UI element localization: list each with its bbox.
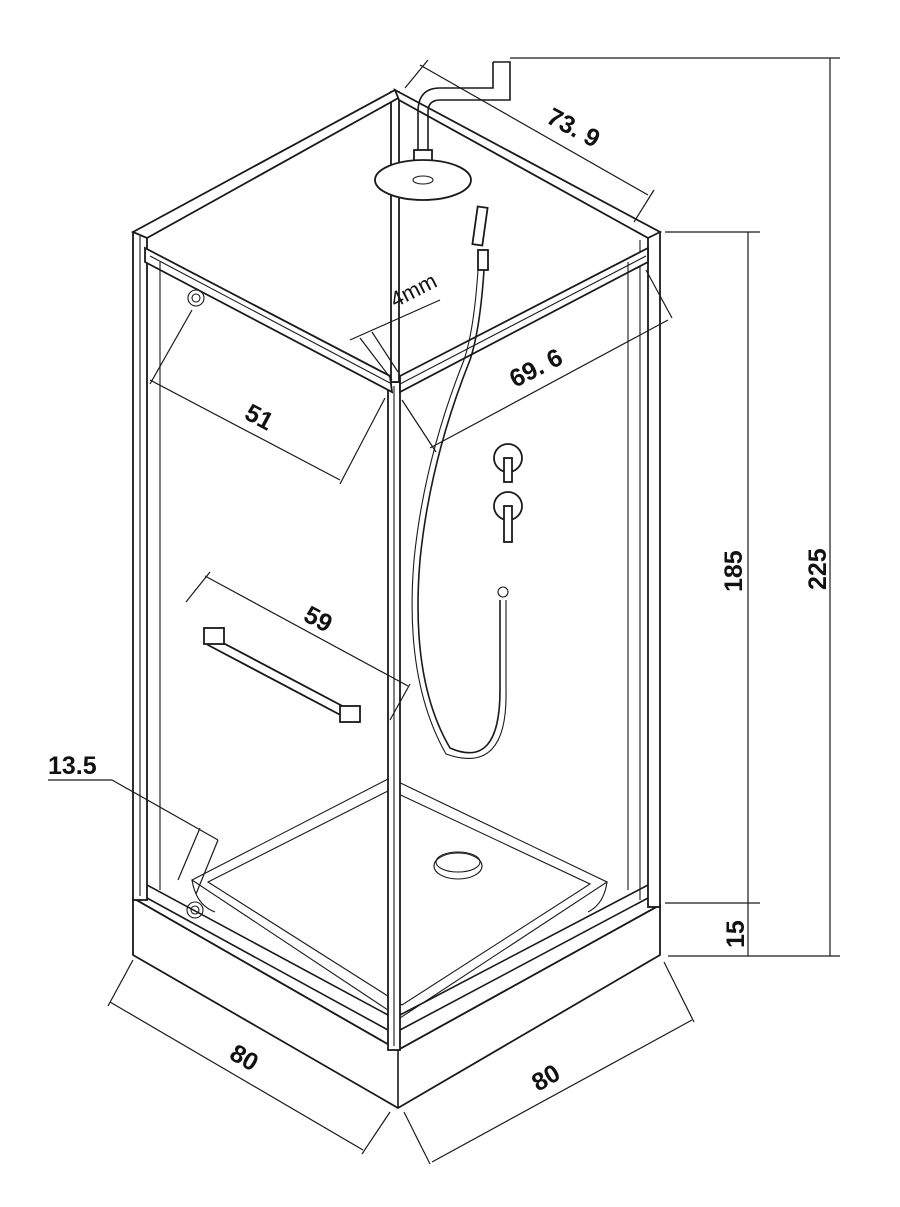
top-left-back-rail: [130, 88, 404, 240]
shower-head-center: [412, 175, 434, 185]
hose-outlet-icon: [497, 586, 509, 598]
shower-fixtures: [203, 61, 523, 759]
gap-ext-right: [371, 331, 399, 373]
tray-corner-ext-b: [195, 839, 219, 895]
hand-shower-holder: [477, 249, 489, 271]
shower-arm-inner: [417, 62, 494, 160]
top-right-back-rail: [393, 88, 662, 240]
drain-top: [435, 851, 481, 873]
towel-bar-icon: [207, 633, 359, 724]
label-inner-width: 69. 6: [505, 343, 567, 393]
label-top-depth: 73. 9: [542, 103, 604, 154]
label-inner-height: 185: [720, 550, 748, 592]
base-right-line: [431, 1019, 693, 1163]
roller-bottom-icon: [186, 901, 204, 919]
base-right-ext-right: [663, 961, 695, 1023]
base-left-ext-left: [107, 959, 134, 1007]
door-opening-ext-left: [149, 309, 193, 385]
rail-inner-line-right: [399, 255, 647, 385]
roller-top-icon: [187, 289, 205, 307]
label-base-right: 80: [527, 1059, 565, 1097]
base-left-line: [109, 1001, 364, 1151]
shower-hose: [417, 269, 501, 754]
label-tray-height: 15: [722, 920, 750, 948]
towel-bar-mount-left: [203, 627, 225, 645]
label-total-height: 225: [804, 548, 832, 590]
base-right-ext-left: [403, 1111, 431, 1165]
label-towel-bar-span: 59: [299, 601, 337, 639]
bottom-rail-right: [399, 884, 649, 1016]
top-left-front-rail: [144, 246, 394, 394]
tray-corner-ext-a: [177, 827, 201, 881]
towel-bar-span-line: [204, 575, 409, 687]
roller-bottom-hub: [190, 905, 200, 915]
base-left-ext-right: [361, 1111, 391, 1155]
rain-shower-head-icon: [374, 159, 472, 201]
towel-bar-mount-right: [339, 705, 361, 723]
right-post: [647, 231, 661, 908]
gap-ext-left: [359, 337, 393, 381]
inner-width-line: [429, 319, 669, 449]
roller-top-hub: [191, 293, 201, 303]
shower-arm: [427, 61, 511, 160]
top-depth-ext-right: [633, 189, 655, 223]
tray-basin-inner: [206, 789, 592, 1006]
top-depth-ext-left: [404, 59, 429, 89]
mixer-handle: [503, 505, 513, 543]
label-base-left: 80: [225, 1039, 263, 1077]
label-tray-corner: 13.5: [48, 752, 97, 780]
door-opening-line: [149, 379, 341, 481]
bottom-rail-left-2: [146, 897, 389, 1031]
bottom-rail-right-2: [399, 897, 649, 1031]
tray-basin-curve: [191, 879, 608, 913]
diverter-handle: [503, 457, 513, 483]
inner-width-ext-left: [401, 399, 437, 453]
rail-inner-line-left: [149, 255, 391, 384]
door-opening-ext-right: [339, 397, 386, 485]
inner-width-ext-right: [645, 269, 673, 319]
enclosure-frame: [130, 88, 662, 1051]
back-post: [390, 91, 400, 383]
towel-bar-span-ext-left: [185, 571, 211, 603]
dimension-lines: [48, 57, 840, 1165]
towel-bar-span-ext-right: [389, 683, 411, 721]
tray-corner-line: [111, 779, 219, 841]
shower-hose-outer: [411, 269, 507, 759]
hand-shower-icon: [471, 205, 489, 247]
drain-cover-icon: [433, 852, 483, 880]
gap-line: [349, 299, 441, 341]
top-depth-line: [419, 64, 649, 196]
